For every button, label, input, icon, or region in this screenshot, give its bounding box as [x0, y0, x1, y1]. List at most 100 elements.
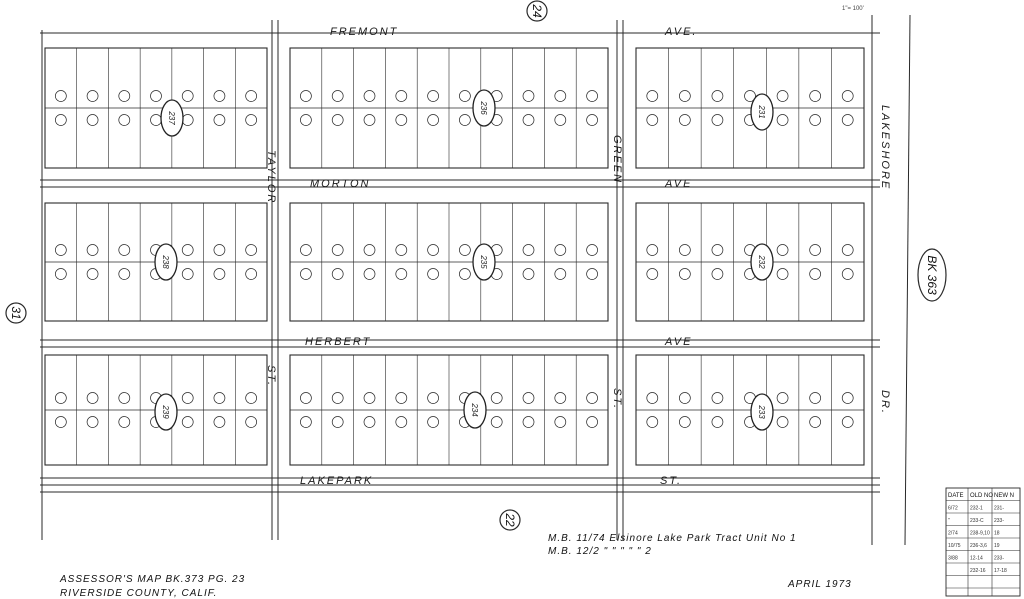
- parcel-circle[interactable]: [331, 244, 344, 256]
- parcel-circle[interactable]: [118, 114, 131, 126]
- parcel-circle[interactable]: [841, 244, 854, 256]
- block-234[interactable]: 234: [289, 354, 609, 466]
- parcel-circle[interactable]: [646, 416, 659, 428]
- parcel-circle[interactable]: [586, 268, 598, 280]
- parcel-circle[interactable]: [181, 416, 194, 428]
- block-237-left[interactable]: 237: [44, 47, 268, 169]
- parcel-circle[interactable]: [809, 90, 821, 102]
- parcel-circle[interactable]: [395, 416, 408, 428]
- parcel-circle[interactable]: [776, 416, 789, 428]
- parcel-circle[interactable]: [331, 90, 344, 102]
- block-237-right[interactable]: 231: [635, 47, 865, 169]
- parcel-circle[interactable]: [55, 268, 67, 280]
- parcel-circle[interactable]: [679, 244, 691, 256]
- parcel-circle[interactable]: [711, 90, 724, 102]
- parcel-circle[interactable]: [679, 90, 691, 102]
- parcel-circle[interactable]: [245, 268, 257, 280]
- parcel-circle[interactable]: [181, 392, 194, 404]
- parcel-circle[interactable]: [55, 114, 67, 126]
- parcel-circle[interactable]: [86, 268, 99, 280]
- parcel-circle[interactable]: [554, 416, 567, 428]
- parcel-circle[interactable]: [841, 392, 854, 404]
- adjacent-page-top[interactable]: 24: [526, 0, 548, 22]
- parcel-circle[interactable]: [679, 268, 691, 280]
- parcel-circle[interactable]: [646, 114, 659, 126]
- block-239[interactable]: 239: [44, 354, 268, 466]
- parcel-circle[interactable]: [711, 244, 724, 256]
- parcel-circle[interactable]: [150, 90, 162, 102]
- block-235[interactable]: 235: [289, 202, 609, 322]
- parcel-circle[interactable]: [586, 90, 598, 102]
- parcel-circle[interactable]: [213, 268, 226, 280]
- adjacent-page-bottom[interactable]: 22: [499, 509, 521, 531]
- parcel-circle[interactable]: [86, 114, 99, 126]
- parcel-circle[interactable]: [395, 90, 408, 102]
- parcel-circle[interactable]: [213, 416, 226, 428]
- parcel-circle[interactable]: [776, 392, 789, 404]
- parcel-circle[interactable]: [363, 244, 376, 256]
- parcel-circle[interactable]: [522, 392, 535, 404]
- adjacent-page-left[interactable]: 31: [5, 302, 27, 324]
- parcel-circle[interactable]: [711, 114, 724, 126]
- parcel-circle[interactable]: [118, 416, 131, 428]
- parcel-circle[interactable]: [427, 114, 439, 126]
- parcel-circle[interactable]: [245, 392, 257, 404]
- parcel-circle[interactable]: [459, 114, 471, 126]
- parcel-circle[interactable]: [809, 114, 821, 126]
- parcel-circle[interactable]: [554, 392, 567, 404]
- parcel-circle[interactable]: [554, 90, 567, 102]
- parcel-circle[interactable]: [841, 90, 854, 102]
- parcel-circle[interactable]: [395, 392, 408, 404]
- parcel-circle[interactable]: [363, 90, 376, 102]
- parcel-circle[interactable]: [245, 416, 257, 428]
- parcel-circle[interactable]: [776, 268, 789, 280]
- parcel-circle[interactable]: [86, 244, 99, 256]
- parcel-circle[interactable]: [646, 392, 659, 404]
- parcel-circle[interactable]: [841, 416, 854, 428]
- parcel-circle[interactable]: [213, 114, 226, 126]
- parcel-circle[interactable]: [331, 392, 344, 404]
- parcel-circle[interactable]: [300, 416, 312, 428]
- parcel-circle[interactable]: [331, 114, 344, 126]
- parcel-circle[interactable]: [522, 244, 535, 256]
- parcel-circle[interactable]: [300, 392, 312, 404]
- parcel-circle[interactable]: [181, 268, 194, 280]
- parcel-circle[interactable]: [86, 392, 99, 404]
- parcel-circle[interactable]: [809, 268, 821, 280]
- parcel-circle[interactable]: [459, 244, 471, 256]
- parcel-circle[interactable]: [841, 268, 854, 280]
- parcel-circle[interactable]: [300, 244, 312, 256]
- parcel-circle[interactable]: [86, 90, 99, 102]
- parcel-circle[interactable]: [55, 244, 67, 256]
- parcel-circle[interactable]: [55, 416, 67, 428]
- parcel-circle[interactable]: [331, 268, 344, 280]
- parcel-circle[interactable]: [459, 90, 471, 102]
- parcel-circle[interactable]: [427, 268, 439, 280]
- block-238[interactable]: 238: [44, 202, 268, 322]
- parcel-circle[interactable]: [395, 268, 408, 280]
- parcel-circle[interactable]: [679, 392, 691, 404]
- parcel-circle[interactable]: [331, 416, 344, 428]
- parcel-circle[interactable]: [427, 416, 439, 428]
- parcel-circle[interactable]: [554, 244, 567, 256]
- parcel-circle[interactable]: [300, 268, 312, 280]
- parcel-circle[interactable]: [181, 90, 194, 102]
- parcel-circle[interactable]: [809, 392, 821, 404]
- parcel-circle[interactable]: [490, 416, 503, 428]
- parcel-circle[interactable]: [711, 392, 724, 404]
- parcel-circle[interactable]: [181, 244, 194, 256]
- parcel-circle[interactable]: [363, 392, 376, 404]
- parcel-circle[interactable]: [776, 244, 789, 256]
- parcel-circle[interactable]: [459, 268, 471, 280]
- parcel-circle[interactable]: [841, 114, 854, 126]
- parcel-circle[interactable]: [646, 90, 659, 102]
- parcel-circle[interactable]: [427, 244, 439, 256]
- parcel-circle[interactable]: [300, 90, 312, 102]
- parcel-circle[interactable]: [213, 392, 226, 404]
- parcel-circle[interactable]: [646, 268, 659, 280]
- parcel-circle[interactable]: [522, 90, 535, 102]
- parcel-circle[interactable]: [55, 90, 67, 102]
- parcel-circle[interactable]: [776, 90, 789, 102]
- parcel-circle[interactable]: [586, 392, 598, 404]
- block-232[interactable]: 232: [635, 202, 865, 322]
